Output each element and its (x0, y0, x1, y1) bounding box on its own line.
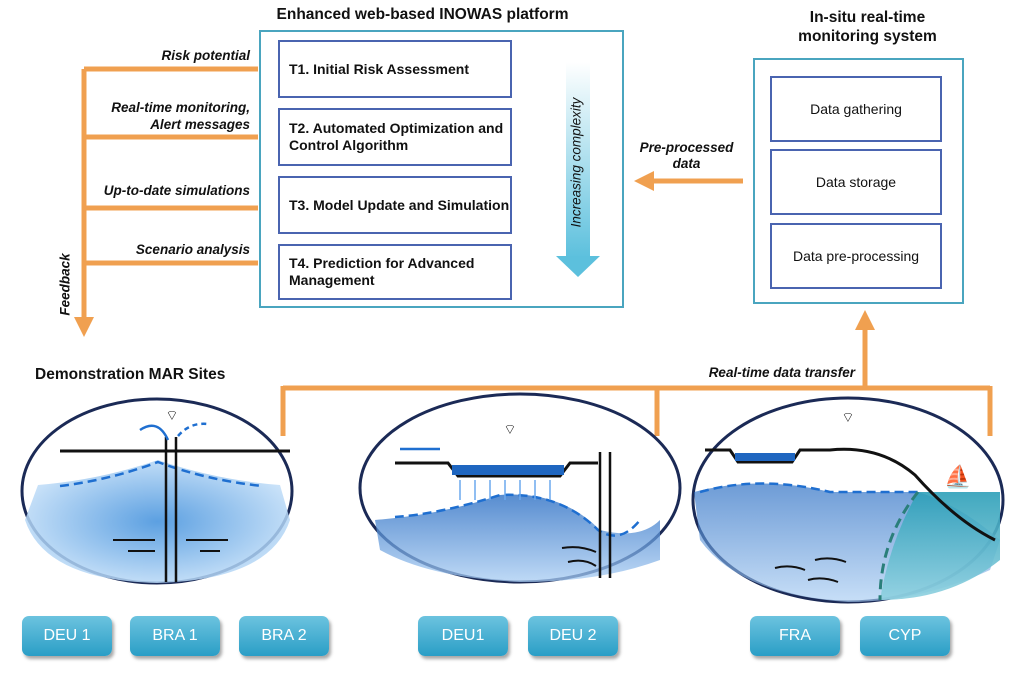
preprocessed-label: Pre-processed data (639, 140, 734, 171)
site-cyp: CYP (860, 616, 950, 656)
feedback-up-to-date: Up-to-date simulations (103, 183, 250, 198)
sites-title: Demonstration MAR Sites (35, 366, 226, 383)
site-fra: FRA (750, 616, 840, 656)
feedback-realtime-monitoring: Real-time monitoring, Alert messages (111, 100, 250, 132)
feedback-risk-potential: Risk potential (161, 48, 250, 63)
svg-text:⛵: ⛵ (944, 464, 971, 489)
feedback-label: Feedback (57, 253, 73, 316)
svg-text:⌔: ⌔ (841, 409, 854, 425)
monitoring-title: In-situ real-time monitoring system (798, 9, 937, 45)
site-deu-2: DEU 2 (528, 616, 618, 656)
task-t1: T1. Initial Risk Assessment (278, 40, 512, 98)
monitor-data-storage: Data storage (770, 149, 942, 215)
svg-text:⌔: ⌔ (165, 407, 178, 423)
platform-title: Enhanced web-based INOWAS platform (276, 6, 569, 23)
site-bra-2: BRA 2 (239, 616, 329, 656)
task-t4: T4. Prediction for Advanced Management (278, 244, 512, 300)
monitoring-panel (753, 58, 964, 304)
site-illustration-3: ⛵ ⌔ (691, 396, 1005, 604)
site-illustration-1: ⌔ (20, 397, 294, 585)
complexity-label: Increasing complexity (568, 97, 584, 228)
site-illustration-2: ⌔ (358, 392, 682, 584)
transfer-label: Real-time data transfer (708, 365, 855, 380)
svg-text:⌔: ⌔ (503, 421, 516, 437)
monitor-data-preprocessing: Data pre-processing (770, 223, 942, 289)
platform-panel (259, 30, 624, 308)
feedback-scenario-analysis: Scenario analysis (135, 242, 250, 257)
site-deu-1: DEU 1 (22, 616, 112, 656)
monitor-data-gathering: Data gathering (770, 76, 942, 142)
task-t2: T2. Automated Optimization and Control A… (278, 108, 512, 166)
site-bra-1: BRA 1 (130, 616, 220, 656)
task-t3: T3. Model Update and Simulation (278, 176, 512, 234)
complexity-arrow (556, 62, 600, 277)
site-deu1: DEU1 (418, 616, 508, 656)
